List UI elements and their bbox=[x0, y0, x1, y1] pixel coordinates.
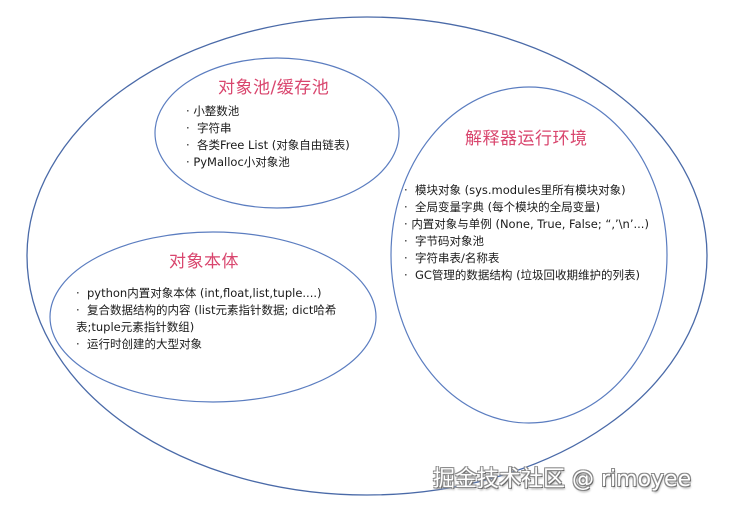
list-item: · 内置对象与单例 (None, True, False; “,’\n’...) bbox=[404, 217, 649, 231]
outer-ellipse bbox=[26, 16, 708, 496]
list-item: · python内置对象本体 (int,float,list,tuple....… bbox=[76, 286, 322, 300]
cache-pool-title: 对象池/缓存池 bbox=[218, 78, 330, 98]
interpreter-env-list: · 模块对象 (sys.modules里所有模块对象) · 全局变量字典 (每个… bbox=[404, 182, 660, 284]
list-item: · 模块对象 (sys.modules里所有模块对象) bbox=[404, 183, 626, 197]
list-item: · 运行时创建的大型对象 bbox=[76, 337, 202, 351]
list-item: · 全局变量字典 (每个模块的全局变量) bbox=[404, 200, 601, 214]
list-item: · 字符串 bbox=[186, 121, 232, 135]
object-body-list: · python内置对象本体 (int,float,list,tuple....… bbox=[76, 285, 366, 353]
list-item: · 字节码对象池 bbox=[404, 234, 484, 248]
object-body-ellipse bbox=[49, 231, 377, 403]
list-item: · 复合数据结构的内容 (list元素指针数据; dict哈希表;tuple元素… bbox=[76, 303, 337, 334]
cache-pool-list: · 小整数池 · 字符串 · 各类Free List (对象自由链表) · Py… bbox=[186, 103, 350, 171]
list-item: · 字符串表/名称表 bbox=[404, 251, 500, 265]
list-item: · PyMalloc小对象池 bbox=[186, 155, 290, 169]
list-item: · 各类Free List (对象自由链表) bbox=[186, 138, 350, 152]
watermark: 掘金技术社区 @ rimoyee bbox=[433, 467, 692, 492]
cache-pool-ellipse bbox=[154, 57, 400, 209]
list-item: · GC管理的数据结构 (垃圾回收期维护的列表) bbox=[404, 268, 641, 282]
object-body-title: 对象本体 bbox=[169, 252, 239, 272]
list-item: · 小整数池 bbox=[186, 104, 240, 118]
interpreter-env-ellipse bbox=[390, 86, 668, 424]
interpreter-env-title: 解释器运行环境 bbox=[465, 129, 588, 149]
